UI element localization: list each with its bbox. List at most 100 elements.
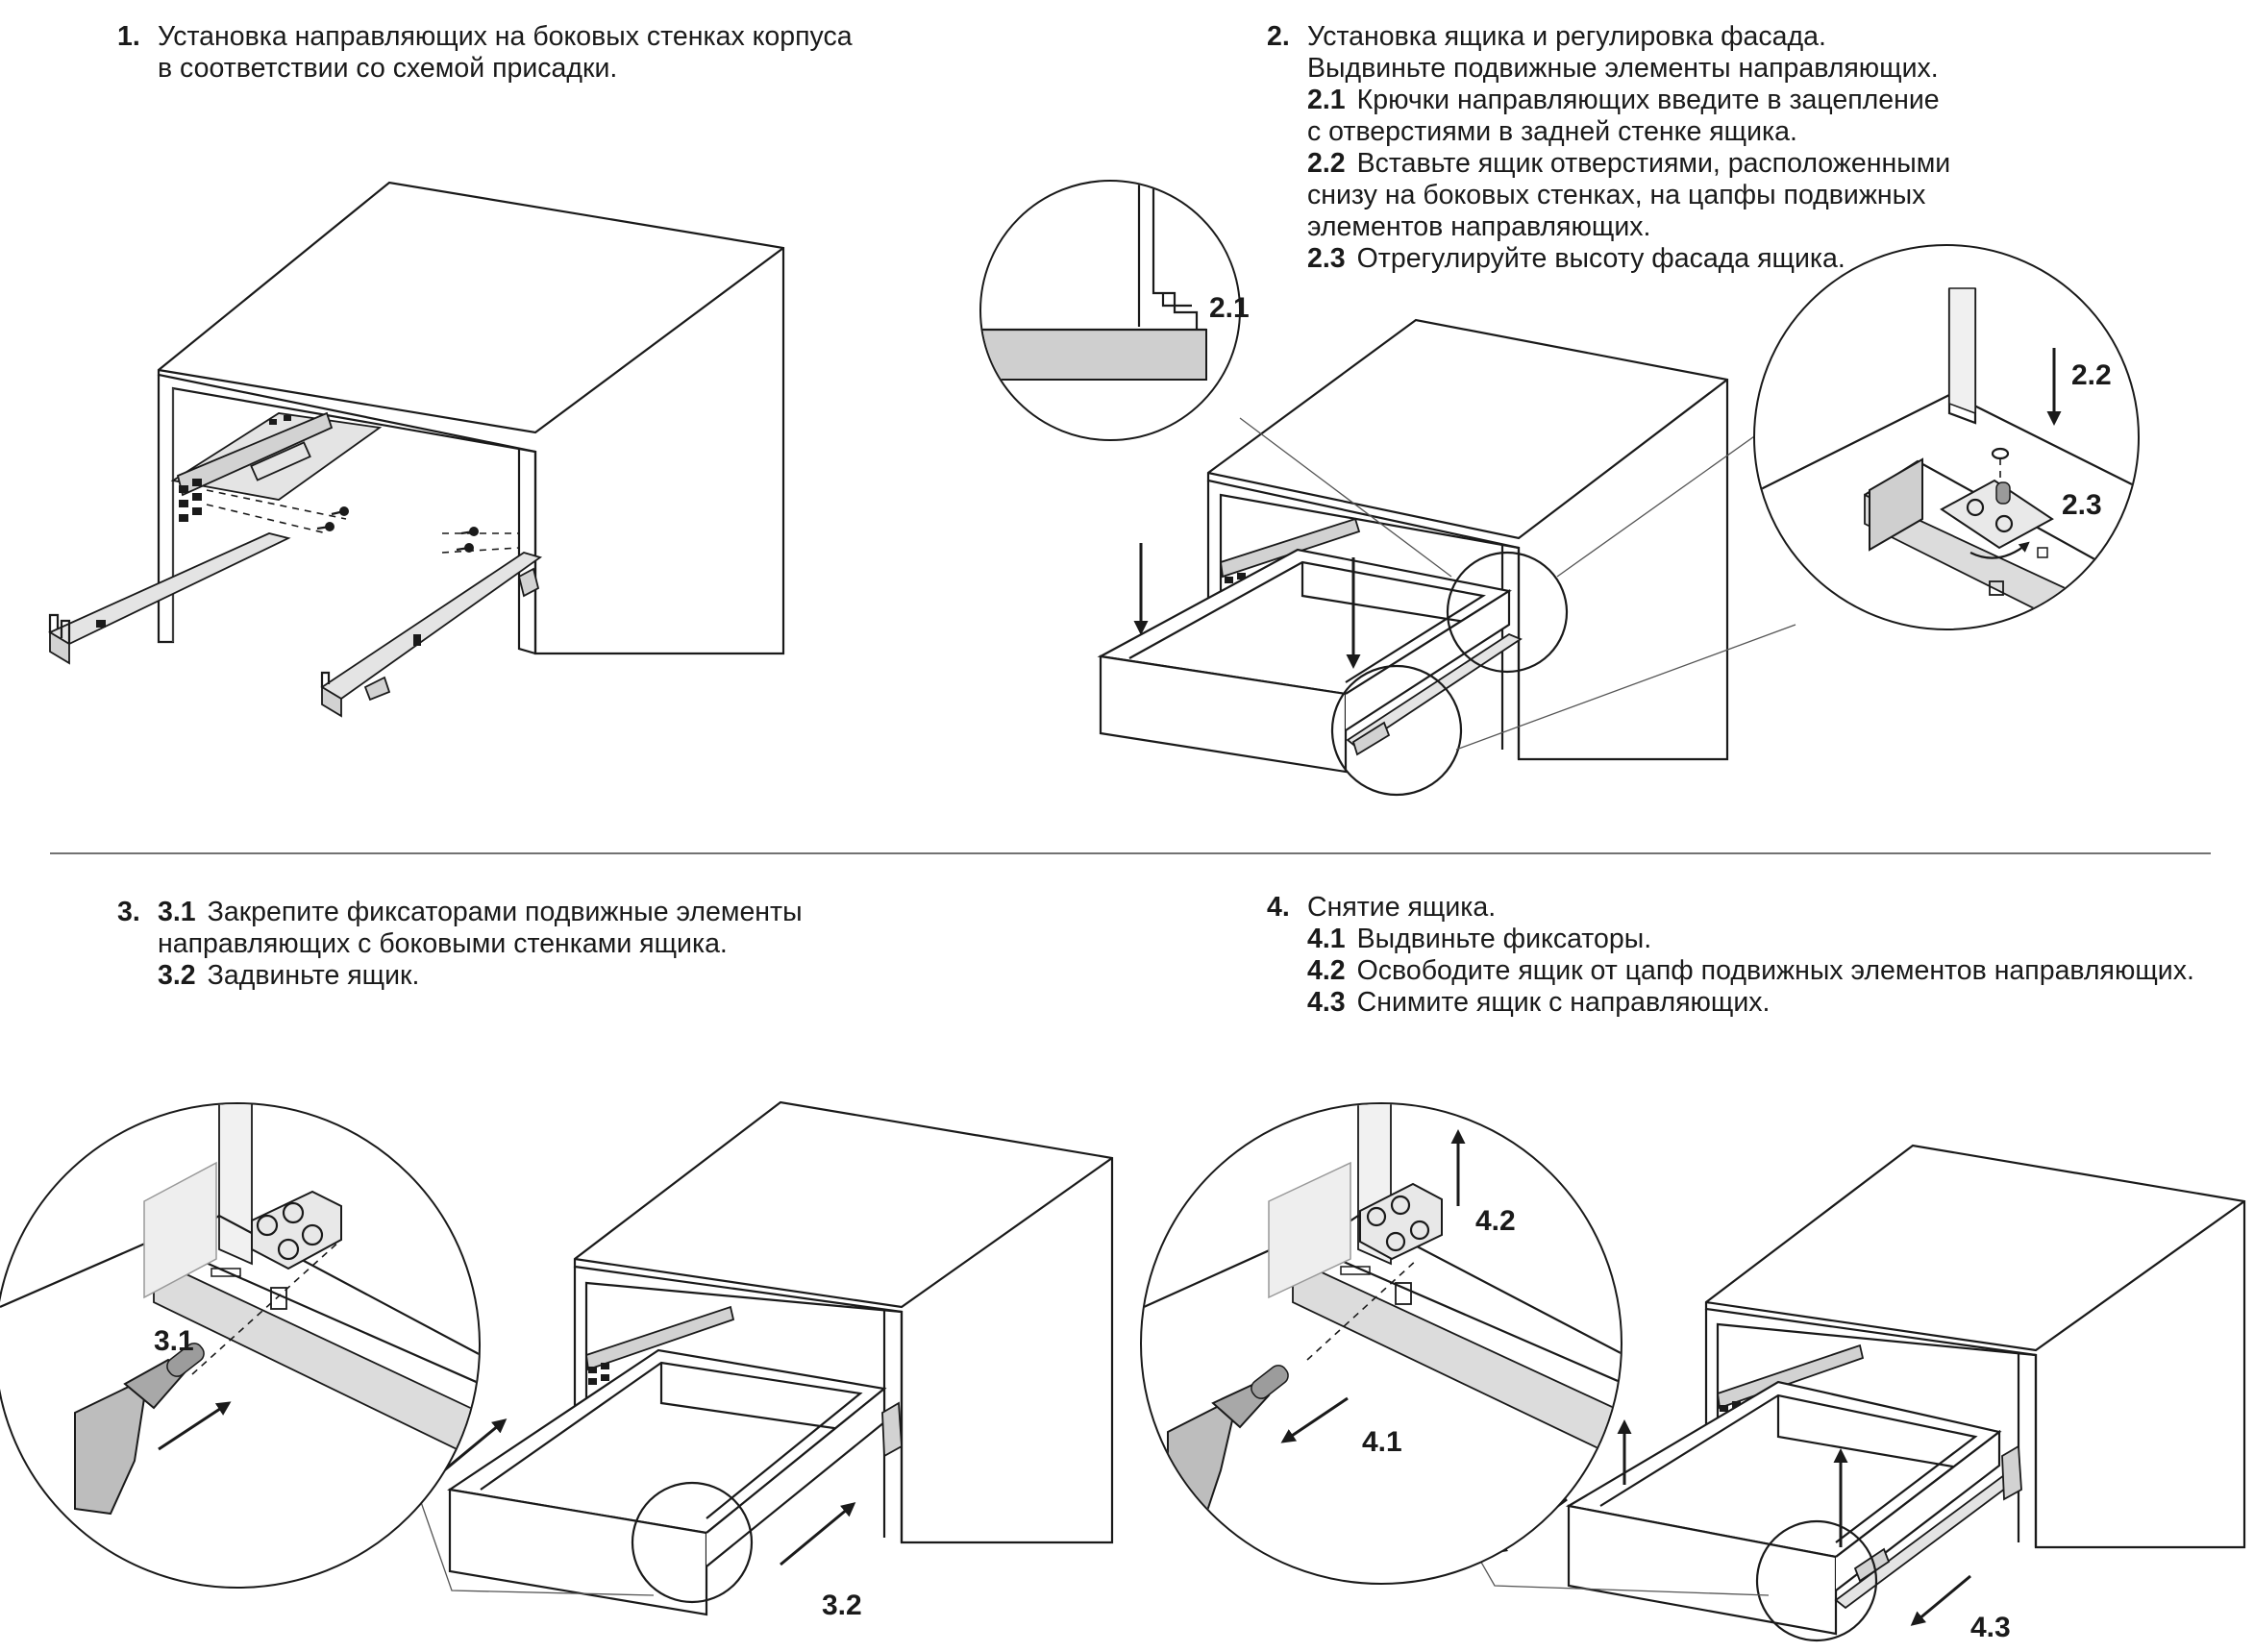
mounted-rail: [1717, 1344, 1865, 1410]
rear-bracket: [881, 1401, 903, 1458]
substep-text: Вставьте ящик отверстиями, расположенным…: [1356, 148, 1951, 179]
step-body: Установка направляющих на боковых стенка…: [158, 21, 853, 85]
zoom-detail-4-1: 4.1 4.2: [1140, 1102, 1622, 1585]
drawer-front: [1099, 654, 1348, 774]
substep-number: 3.1: [158, 897, 196, 927]
substep-text: Отрегулируйте высоту фасада ящика.: [1356, 243, 1845, 274]
step-body: Установка ящика и регулировка фасада. Вы…: [1307, 21, 1950, 275]
rail-holes: [179, 415, 291, 522]
mounted-rail: [1220, 517, 1361, 579]
substep-line: направляющих с боковыми стенками ящика.: [158, 928, 728, 959]
screw-guide: [206, 504, 328, 534]
drawer-inner-rim: [1128, 560, 1486, 683]
detail-circle: [631, 1481, 754, 1604]
cabinet-top-edge: [1207, 379, 1728, 540]
drawer-front: [448, 1488, 708, 1616]
step-number: 3.: [117, 897, 140, 927]
left-rail-slot: [96, 620, 106, 628]
screw-guide: [206, 489, 347, 520]
step-line: в соответствии со схемой присадки.: [158, 53, 618, 84]
substep-line: 4.2 Освободите ящик от цапф подвижных эле…: [1307, 955, 2194, 987]
drawer-front: [1567, 1504, 1838, 1636]
step-number: 1.: [117, 21, 140, 52]
step-1-cabinet-illustration: [48, 181, 785, 718]
substep-number: 4.1: [1307, 924, 1346, 954]
left-rail-hook-2: [60, 619, 71, 644]
cabinet-top-edge: [574, 1157, 1113, 1309]
insert-arrow: [158, 1401, 232, 1451]
zoom-circle: [1753, 244, 2140, 630]
detail-circle: [1755, 1519, 1878, 1642]
drawer-inner-back: [1776, 1395, 1976, 1472]
left-rail: [48, 532, 291, 646]
step-line: Установка направляющих на боковых стенка…: [158, 21, 853, 52]
push-arrow: [780, 1502, 856, 1566]
substep-number: 2.1: [1307, 85, 1346, 115]
drawer-side: [1835, 1429, 2001, 1591]
right-rail-hook: [320, 671, 331, 687]
callout-3-2: 3.2: [822, 1590, 862, 1621]
left-rail-hook: [48, 613, 60, 632]
left-rail-end: [49, 630, 70, 665]
substep-text: Освободите ящик от цапф подвижных элемен…: [1356, 955, 2194, 986]
drawer-inner-rim: [1599, 1393, 1978, 1543]
substep-line: снизу на боковых стенках, на цапфы подви…: [1307, 180, 1926, 210]
drawer-rail-clip: [1351, 721, 1391, 756]
step-line: Выдвиньте подвижные элементы направляющи…: [1307, 53, 1939, 84]
drawer-inner-back: [1300, 562, 1484, 627]
drawer-side: [1345, 589, 1511, 731]
callout-3-1: 3.1: [154, 1325, 194, 1357]
substep-line: 2.1 Крючки направляющих введите в зацепле…: [1307, 85, 1950, 116]
callout-2-3: 2.3: [2062, 489, 2102, 521]
callout-2-1: 2.1: [1209, 292, 1250, 324]
rail-carriage: [250, 441, 311, 481]
drawer-side: [706, 1386, 886, 1567]
screw-guide: [441, 547, 520, 554]
cabinet-shell: [1206, 318, 1729, 761]
zoom-detail-2-2: 2.2 2.3: [1753, 244, 2140, 630]
cabinet-shell: [573, 1100, 1114, 1544]
substep-line: 4.3 Снимите ящик с направляющих.: [1307, 987, 2194, 1019]
right-rail: [320, 552, 543, 701]
substep-number: 4.3: [1307, 987, 1346, 1018]
right-rail-rear-bracket: [517, 567, 540, 598]
substep-text: Крючки направляющих введите в зацепление: [1356, 85, 1940, 115]
pull-arrow: [1280, 1396, 1349, 1443]
drawer-inner-rim: [480, 1361, 863, 1519]
substep-text: Снимите ящик с направляющих.: [1356, 987, 1771, 1018]
callout-4-1: 4.1: [1362, 1426, 1402, 1458]
zoom-circle: [979, 180, 1241, 441]
substep-line: элементов направляющих.: [1307, 211, 1651, 242]
step-number: 2.: [1267, 21, 1290, 52]
cabinet-top-edge: [158, 247, 784, 434]
cabinet-inner-right: [517, 449, 536, 655]
leader-line: [412, 1479, 655, 1596]
rear-bracket: [2001, 1444, 2022, 1501]
detail-circle-rear: [1446, 551, 1569, 674]
substep-text: Задвиньте ящик.: [207, 960, 420, 991]
step-3-illustration: 3.2: [0, 1100, 1114, 1621]
step-line: Снятие ящика.: [1307, 892, 1497, 923]
zoom-detail-3-1: 3.1: [0, 1102, 481, 1589]
callout-2-2: 2.2: [2071, 359, 2112, 391]
detail-circle-front: [1330, 664, 1463, 797]
leader-line: [1239, 417, 1452, 578]
callout-4-3: 4.3: [1970, 1612, 2011, 1643]
rail-holes: [588, 1363, 609, 1385]
drawer-inner-back: [659, 1363, 861, 1434]
leader-line: [1455, 624, 1796, 751]
cabinet-shell: [1704, 1144, 2246, 1549]
mounted-rail: [585, 1305, 735, 1371]
cabinet-top-edge: [1705, 1200, 2245, 1352]
right-rail-clip: [363, 676, 391, 702]
substep-number: 4.2: [1307, 955, 1346, 986]
step-number: 4.: [1267, 892, 1290, 923]
